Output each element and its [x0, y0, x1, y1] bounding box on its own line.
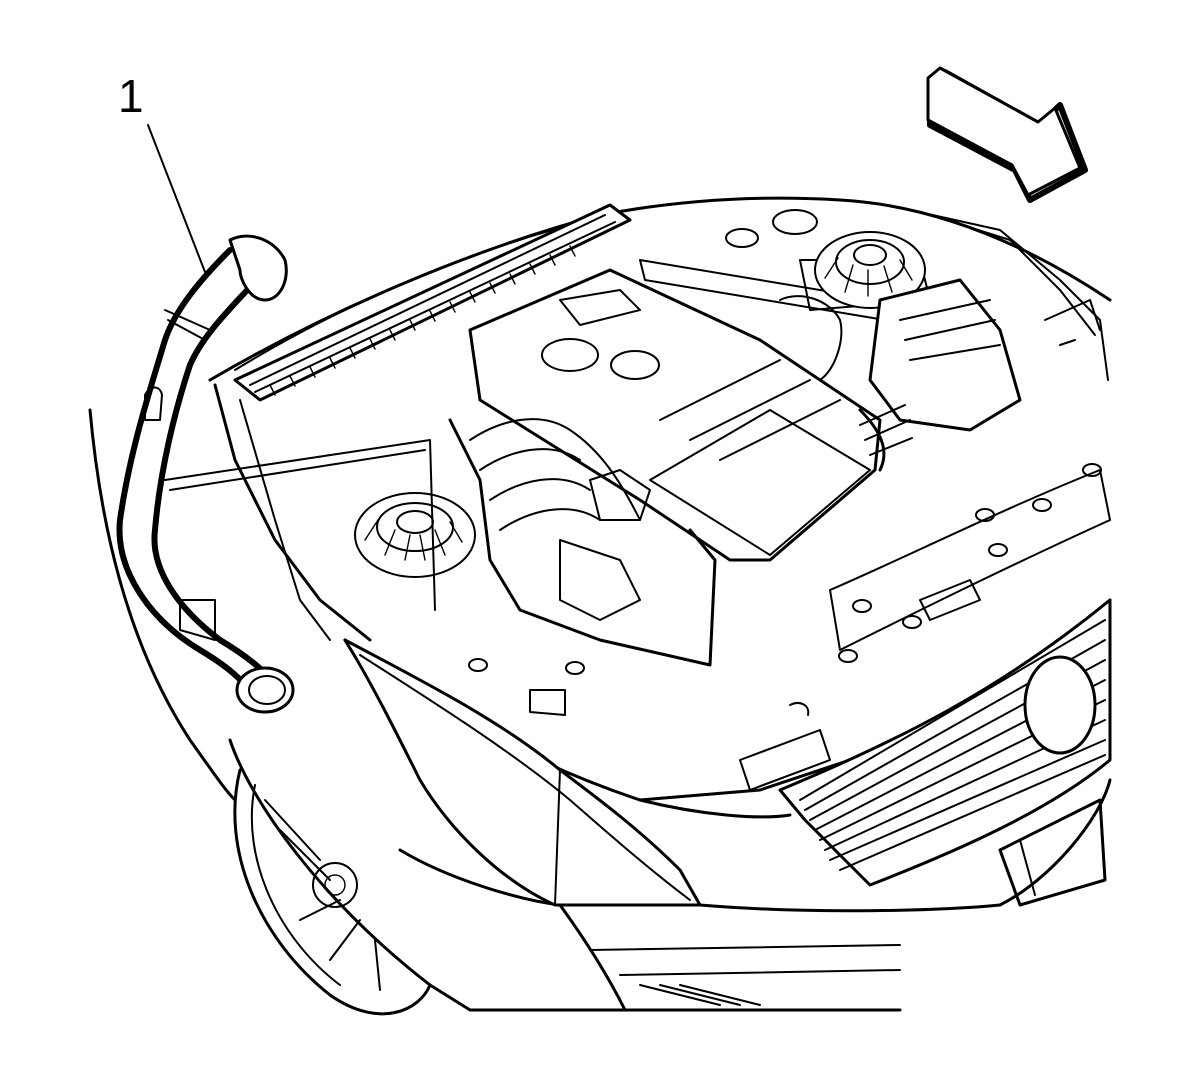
strut-tower-left — [354, 492, 476, 578]
upper-tie-bar — [164, 439, 831, 791]
radiator-support-panel — [468, 463, 1111, 716]
front-wheel — [233, 768, 432, 1016]
front-grille — [778, 598, 1112, 907]
emblem — [1023, 655, 1097, 755]
engine-cover — [468, 268, 882, 562]
callout-1: 1 — [118, 70, 206, 273]
callout-1-leader-line — [147, 124, 206, 273]
arrow-icon — [926, 66, 1088, 203]
reservoir-caps — [725, 209, 818, 248]
coolant-hose-part-1 — [116, 234, 295, 714]
callout-1-label: 1 — [118, 70, 144, 122]
hood-hinge-area — [909, 209, 1109, 381]
strut-tower-right — [814, 231, 926, 309]
radiator-shroud — [233, 203, 632, 641]
headlamp — [343, 638, 702, 907]
air-cleaner-housing — [858, 278, 1022, 472]
